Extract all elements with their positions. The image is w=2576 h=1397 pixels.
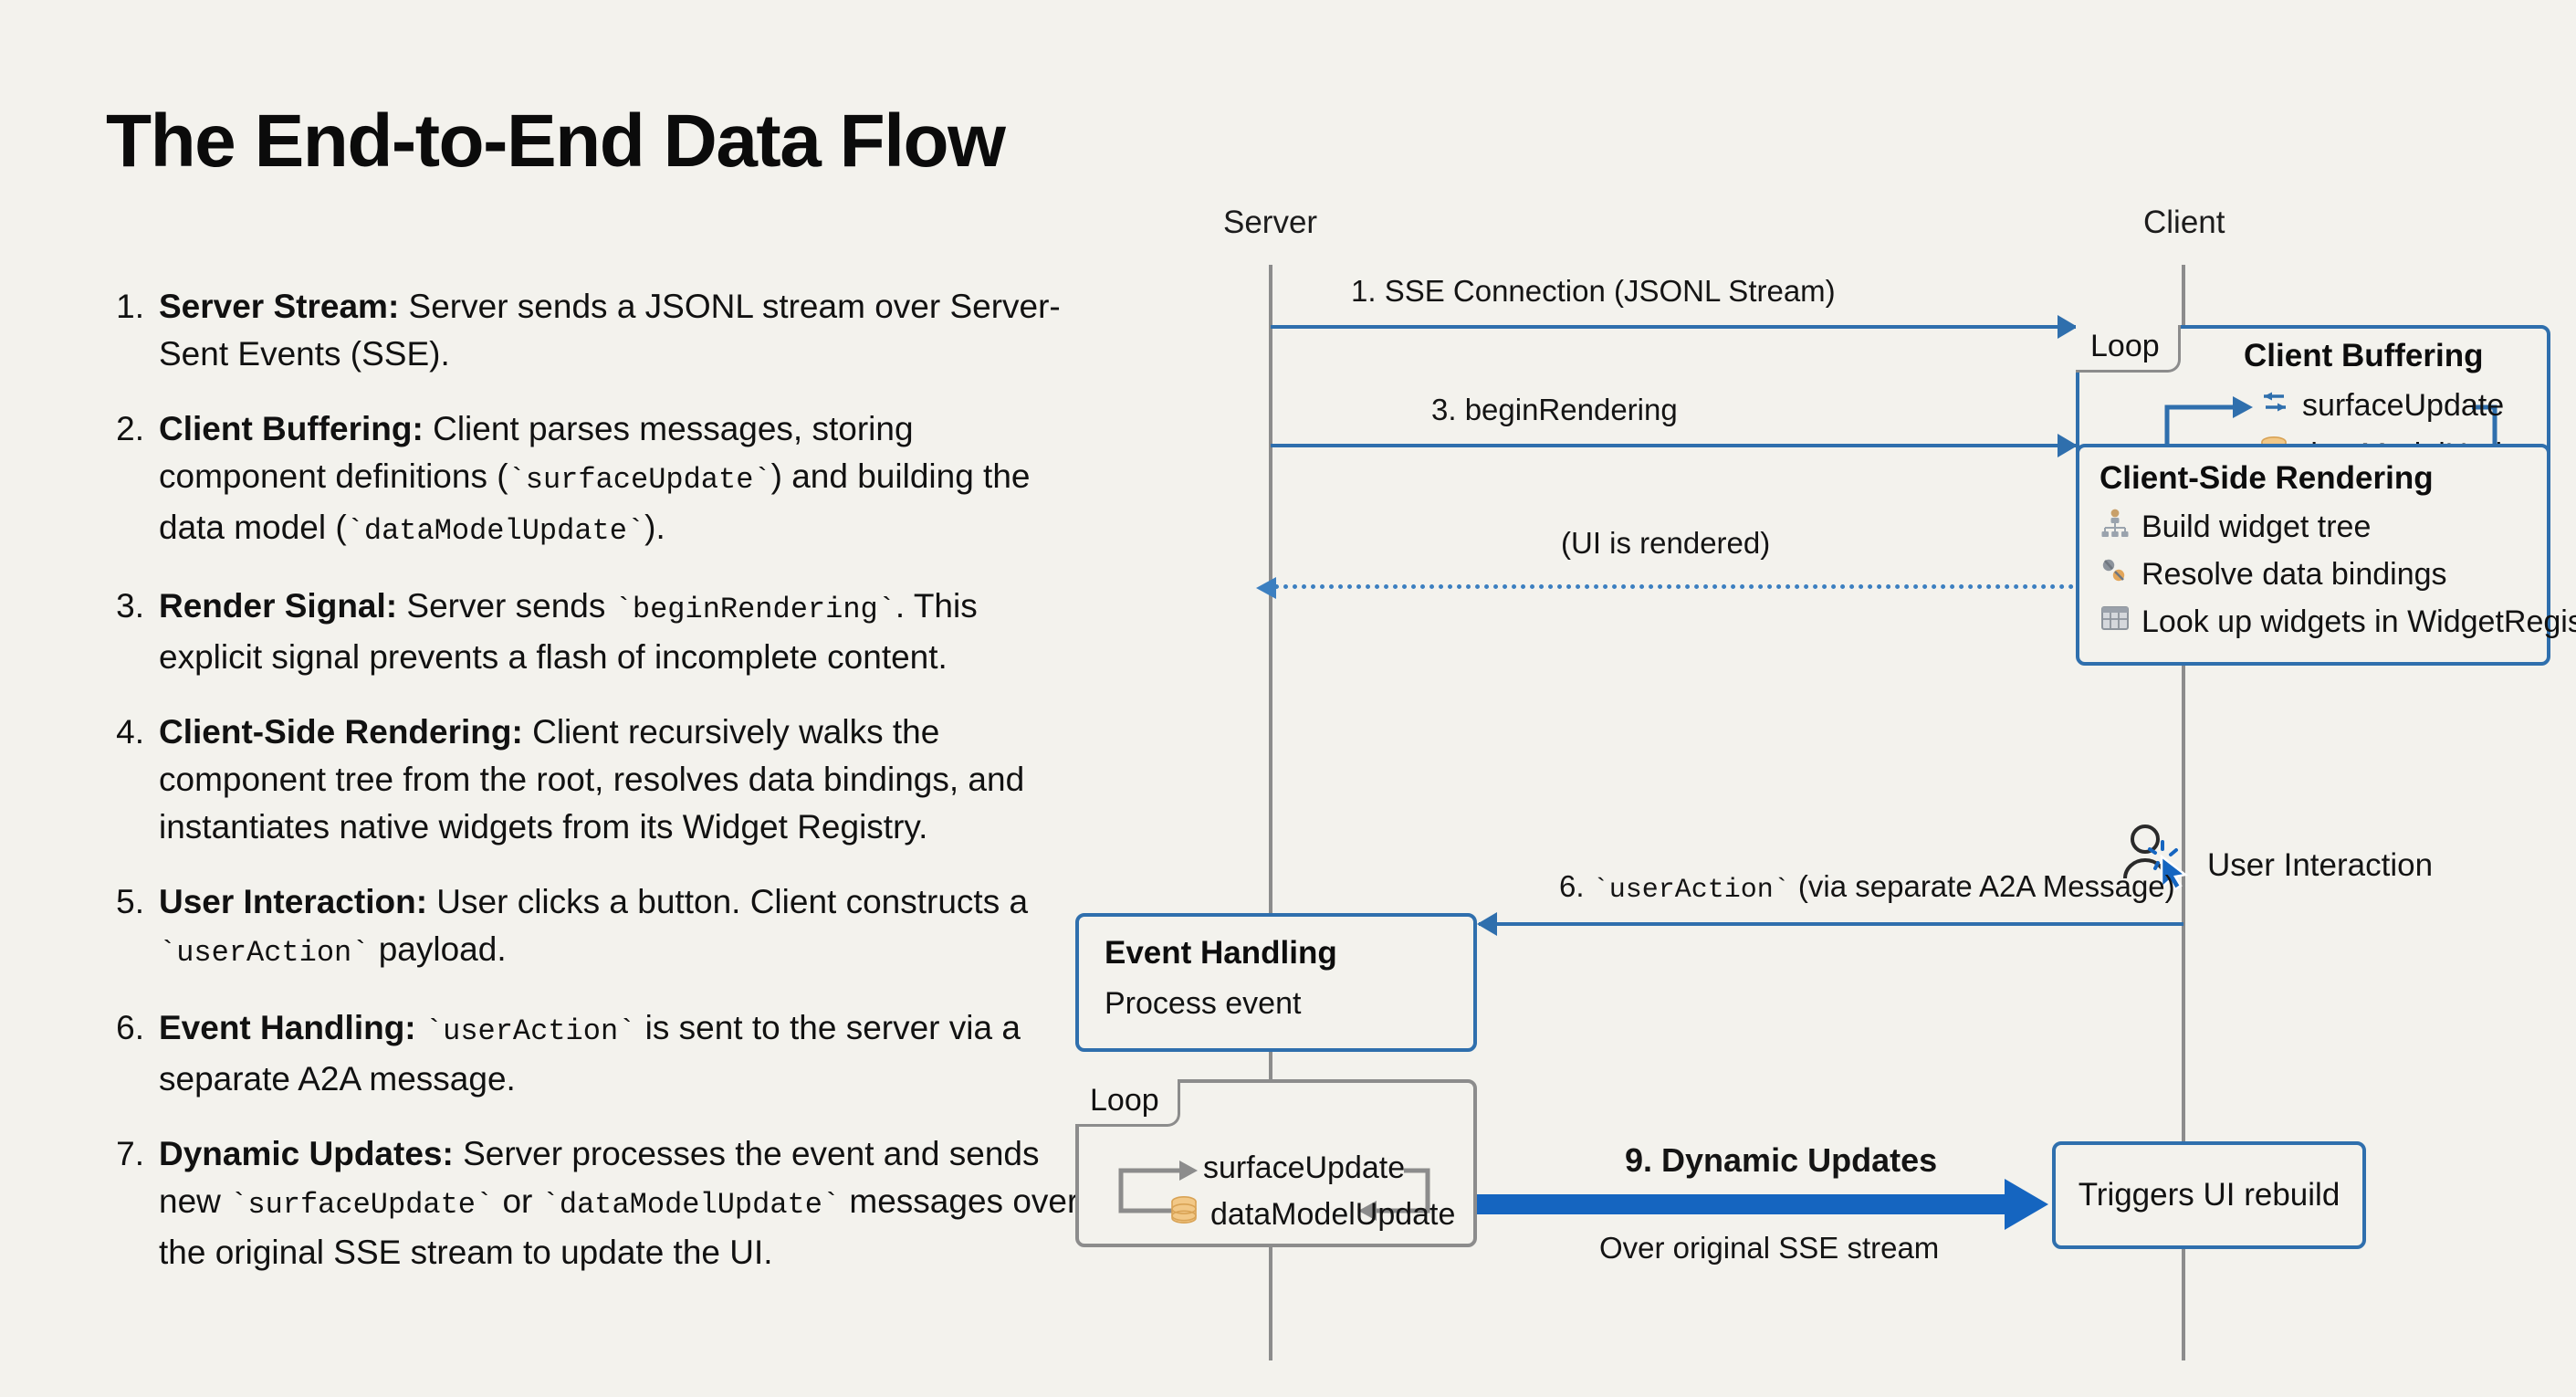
step-text: Server Stream: Server sends a JSONL stre… [159, 283, 1086, 378]
step-text: Render Signal: Server sends `beginRender… [159, 583, 1086, 681]
loop-tab-server: Loop [1075, 1079, 1180, 1128]
steps-list: 1. Server Stream: Server sends a JSONL s… [91, 283, 1086, 1304]
step-number: 7. [116, 1135, 144, 1172]
rendering-item-row: Build widget tree [2100, 508, 2371, 547]
message-arrow-1 [1271, 315, 2078, 339]
step-detail: Server sends `beginRendering`. This expl… [159, 587, 978, 676]
step-number: 3. [116, 587, 144, 625]
message-label-1: 1. SSE Connection (JSONL Stream) [1351, 274, 1836, 308]
page-title: The End-to-End Data Flow [106, 100, 1006, 183]
sequence-diagram: Server Client 1. SSE Connection (JSONL S… [1075, 205, 2576, 1388]
rendering-item-label: Look up widgets in WidgetRegistry [2141, 604, 2576, 639]
lifeline-server [1269, 265, 1272, 1360]
list-item: 3. Render Signal: Server sends `beginRen… [91, 583, 1086, 681]
message-label-3: 3. beginRendering [1431, 393, 1678, 426]
client-side-rendering-box: Client-Side Rendering Build widget tree [2076, 444, 2576, 666]
message-arrow-ui-rendered [1256, 577, 2074, 599]
step-number: 4. [116, 713, 144, 751]
message-arrow-9 [1477, 1179, 2048, 1230]
org-chart-icon [2100, 508, 2131, 547]
step-lead: Event Handling: [159, 1009, 416, 1046]
rendering-item-row: Resolve data bindings [2100, 555, 2447, 594]
lifeline-label-client: Client [2143, 205, 2225, 240]
message-label-9-title: 9. Dynamic Updates [1625, 1141, 1938, 1179]
code-surfaceupdate: `surfaceUpdate` [508, 463, 771, 497]
step-number: 5. [116, 883, 144, 920]
code-useraction: `userAction` [159, 936, 370, 970]
step-text: Client Buffering: Client parses messages… [159, 405, 1086, 555]
step-lead: Server Stream: [159, 288, 400, 325]
code-useraction: `userAction` [424, 1014, 636, 1048]
message-label-9-sub: Over original SSE stream [1599, 1231, 1940, 1265]
event-handling-title: Event Handling [1105, 935, 1337, 971]
message-6-suffix: (via separate A2A Message) [1789, 869, 2175, 903]
step-number: 1. [116, 288, 144, 325]
code-datamodelupdate: `dataModelUpdate` [346, 514, 645, 548]
step-detail: Client recursively walks the component t… [159, 713, 1025, 846]
rendering-item-label: Build widget tree [2141, 509, 2372, 544]
code-useraction: `userAction` [1592, 875, 1790, 906]
client-buffering-title: Client Buffering [2244, 338, 2484, 373]
rendering-item-row: Look up widgets in WidgetRegistry [2100, 603, 2576, 642]
lifeline-client [2182, 265, 2185, 1360]
message-arrow-6 [1477, 912, 2183, 936]
user-interaction-label: User Interaction [2207, 847, 2434, 883]
client-side-rendering-title: Client-Side Rendering [2100, 460, 2434, 496]
lifeline-label-server: Server [1223, 205, 1318, 240]
list-item: 4. Client-Side Rendering: Client recursi… [91, 709, 1086, 851]
list-item: 7. Dynamic Updates: Server processes the… [91, 1130, 1086, 1276]
step-detail: User clicks a button. Client constructs … [159, 883, 1029, 970]
step-lead: Client Buffering: [159, 410, 424, 447]
message-label-ui-rendered: (UI is rendered) [1561, 526, 1771, 560]
step-lead: Dynamic Updates: [159, 1135, 454, 1172]
step-lead: Client-Side Rendering: [159, 713, 523, 751]
message-6-prefix: 6. [1559, 869, 1593, 903]
step-detail: Client parses messages, storing componen… [159, 410, 1031, 548]
step-text: Client-Side Rendering: Client recursivel… [159, 709, 1086, 851]
code-surfaceupdate: `surfaceUpdate` [230, 1188, 494, 1222]
server-loop-box: Loop surfaceUpdate [1075, 1079, 1477, 1247]
code-beginrendering: `beginRendering` [614, 593, 895, 626]
triggers-ui-rebuild-box: Triggers UI rebuild [2052, 1141, 2366, 1249]
rendering-item-label: Resolve data bindings [2141, 557, 2447, 592]
step-detail: Server sends a JSONL stream over Server-… [159, 288, 1061, 373]
swap-arrows-icon [2258, 385, 2291, 426]
code-datamodelupdate: `dataModelUpdate` [541, 1188, 841, 1222]
list-item: 1. Server Stream: Server sends a JSONL s… [91, 283, 1086, 378]
event-handling-box: Event Handling Process event [1075, 913, 1477, 1052]
link-chain-icon [2100, 555, 2131, 594]
step-lead: User Interaction: [159, 883, 428, 920]
step-number: 2. [116, 410, 144, 447]
client-buffering-surfaceupdate-label: surfaceUpdate [2302, 388, 2505, 423]
list-item: 2. Client Buffering: Client parses messa… [91, 405, 1086, 555]
user-interaction-icon-group [2118, 822, 2196, 896]
message-arrow-3 [1271, 434, 2078, 457]
list-item: 5. User Interaction: User clicks a butto… [91, 878, 1086, 977]
client-buffering-surfaceupdate-row: surfaceUpdate [2258, 385, 2504, 426]
step-text: User Interaction: User clicks a button. … [159, 878, 1086, 977]
database-icon [1168, 1194, 1199, 1235]
triggers-ui-rebuild-label: Triggers UI rebuild [2078, 1177, 2340, 1213]
event-handling-subtitle: Process event [1105, 986, 1302, 1021]
table-grid-icon [2100, 603, 2131, 642]
loop-tab-client: Loop [2076, 325, 2181, 373]
server-loop-surfaceupdate-label: surfaceUpdate [1203, 1150, 1406, 1185]
step-text: Event Handling: `userAction` is sent to … [159, 1004, 1086, 1103]
message-label-6: 6. `userAction` (via separate A2A Messag… [1559, 869, 2175, 906]
list-item: 6. Event Handling: `userAction` is sent … [91, 1004, 1086, 1103]
step-number: 6. [116, 1009, 144, 1046]
server-loop-datamodelupdate-row: dataModelUpdate [1168, 1194, 1455, 1235]
step-detail: `userAction` is sent to the server via a… [159, 1009, 1021, 1098]
step-lead: Render Signal: [159, 587, 398, 625]
step-text: Dynamic Updates: Server processes the ev… [159, 1130, 1086, 1276]
server-loop-datamodelupdate-label: dataModelUpdate [1210, 1197, 1456, 1232]
server-loop-surfaceupdate-row: surfaceUpdate [1203, 1150, 1405, 1186]
user-click-icon [2123, 825, 2188, 891]
loop-path-server [1118, 1161, 1430, 1221]
step-detail: Server processes the event and sends new… [159, 1135, 1079, 1271]
